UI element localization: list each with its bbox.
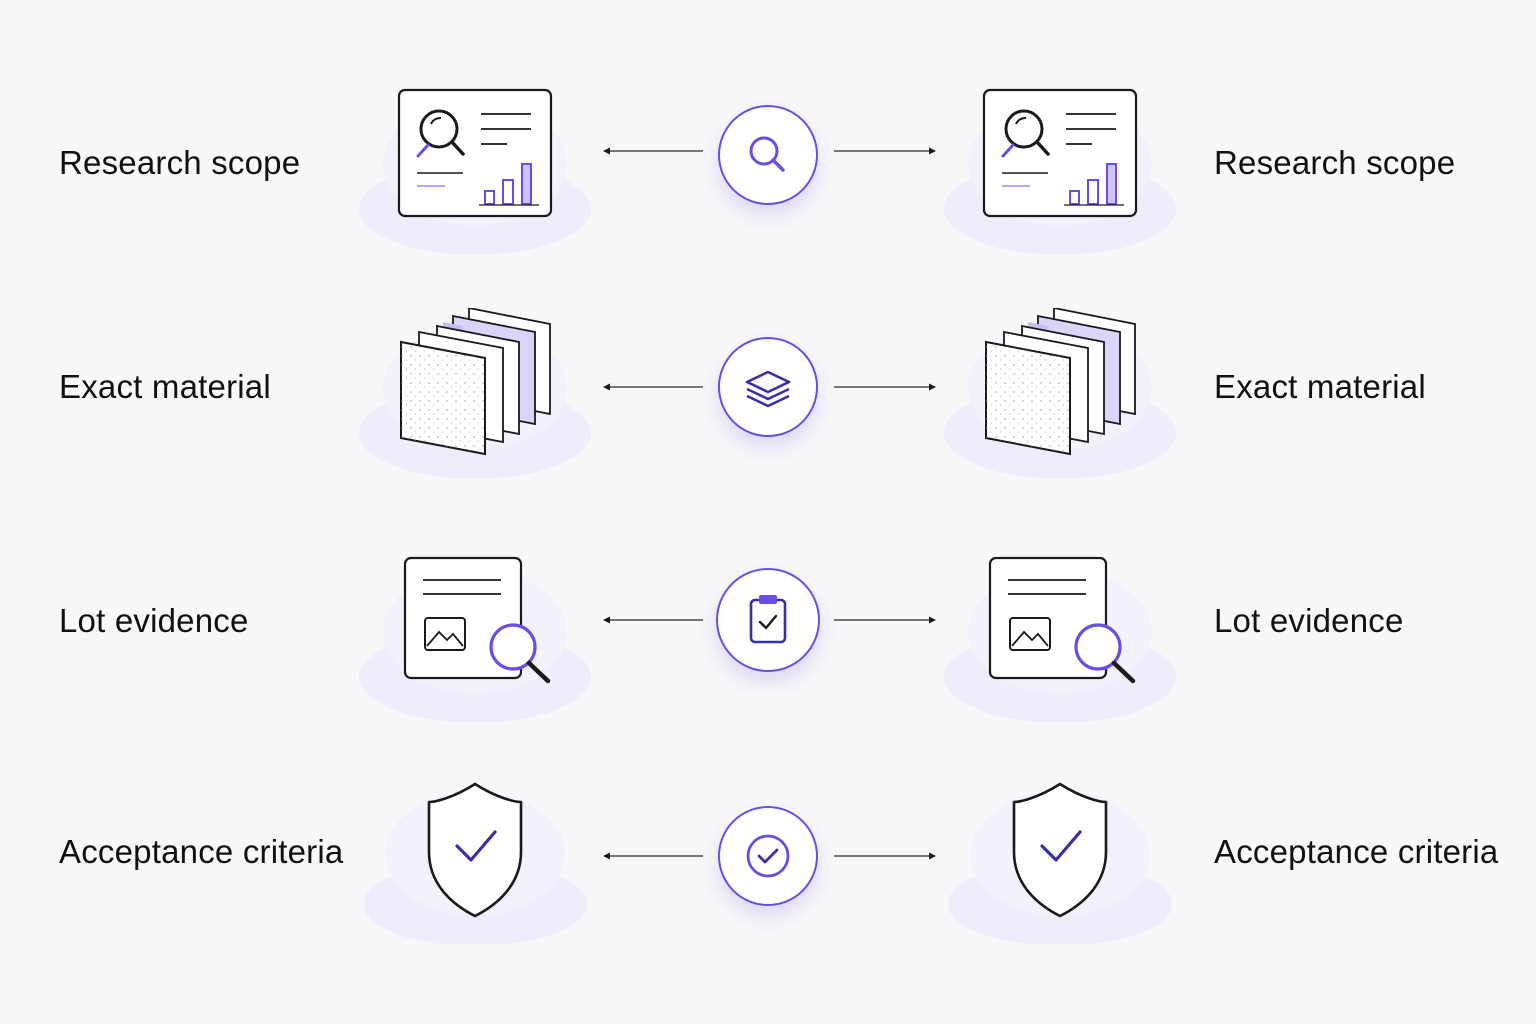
hub-circle — [718, 806, 818, 906]
arrow-right — [834, 381, 936, 393]
label-right: Acceptance criteria — [1214, 833, 1499, 870]
row-lot-evidence: Lot evidence Lot evidence — [0, 0, 1536, 200]
shield-check-illustration-left — [355, 774, 595, 944]
arrow-right — [834, 850, 936, 862]
shield-check-illustration-right — [940, 774, 1180, 944]
layers-icon — [739, 358, 797, 416]
arrow-left — [603, 381, 705, 393]
document-inspection-illustration-left — [355, 552, 595, 722]
row-acceptance-criteria: Acceptance criteria Acceptance criteria — [0, 0, 1536, 200]
row-exact-material: Exact material Exact material — [0, 0, 1536, 200]
label-right: Research scope — [1214, 144, 1456, 181]
label-left: Lot evidence — [59, 602, 249, 639]
arrow-left — [603, 614, 705, 626]
hub-circle — [718, 337, 818, 437]
row-research-scope: Research scope Research scope — [0, 0, 1536, 200]
label-right: Lot evidence — [1214, 602, 1404, 639]
check-circle-icon — [740, 828, 796, 884]
label-left: Acceptance criteria — [59, 833, 344, 870]
label-left: Exact material — [59, 368, 271, 405]
label-right: Exact material — [1214, 368, 1426, 405]
label-left: Research scope — [59, 144, 301, 181]
arrow-right — [834, 614, 936, 626]
document-inspection-illustration-right — [940, 552, 1180, 722]
arrow-left — [603, 850, 705, 862]
magnifier-icon — [740, 127, 796, 183]
hub-circle — [718, 105, 818, 205]
material-sheets-illustration-left — [355, 308, 595, 478]
material-sheets-illustration-right — [940, 308, 1180, 478]
clipboard-check-icon — [740, 590, 796, 650]
hub-circle — [716, 568, 820, 672]
